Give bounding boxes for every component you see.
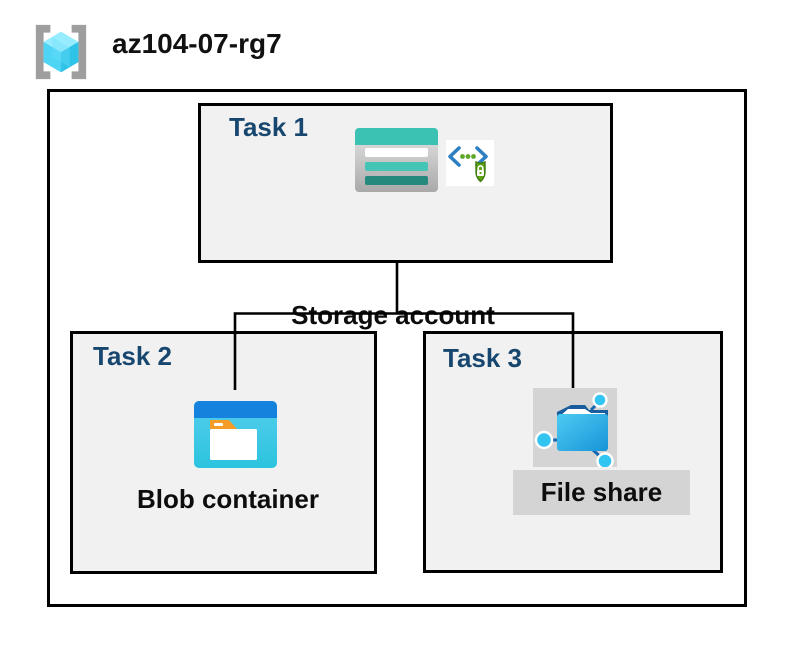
resource-group-icon xyxy=(35,24,87,80)
storage-account-label: Storage account xyxy=(291,300,495,330)
file-share-icon-highlight xyxy=(533,388,617,467)
blob-container-icon xyxy=(194,401,277,468)
task1-label: Task 1 xyxy=(229,112,309,142)
task1-box: Task 1 xyxy=(198,103,613,330)
task3-box: Task 3 File s xyxy=(423,331,723,573)
blob-container-label: Blob container xyxy=(136,484,319,514)
task2-label: Task 2 xyxy=(93,341,173,371)
secure-access-icon xyxy=(446,140,494,186)
task3-label: Task 3 xyxy=(443,343,523,373)
file-share-label: File share xyxy=(513,470,690,515)
file-share-icon xyxy=(534,392,614,467)
task2-box: Task 2 Blob container xyxy=(70,331,377,574)
resource-group-title: az104-07-rg7 xyxy=(112,28,282,59)
storage-account-icon xyxy=(355,128,438,192)
